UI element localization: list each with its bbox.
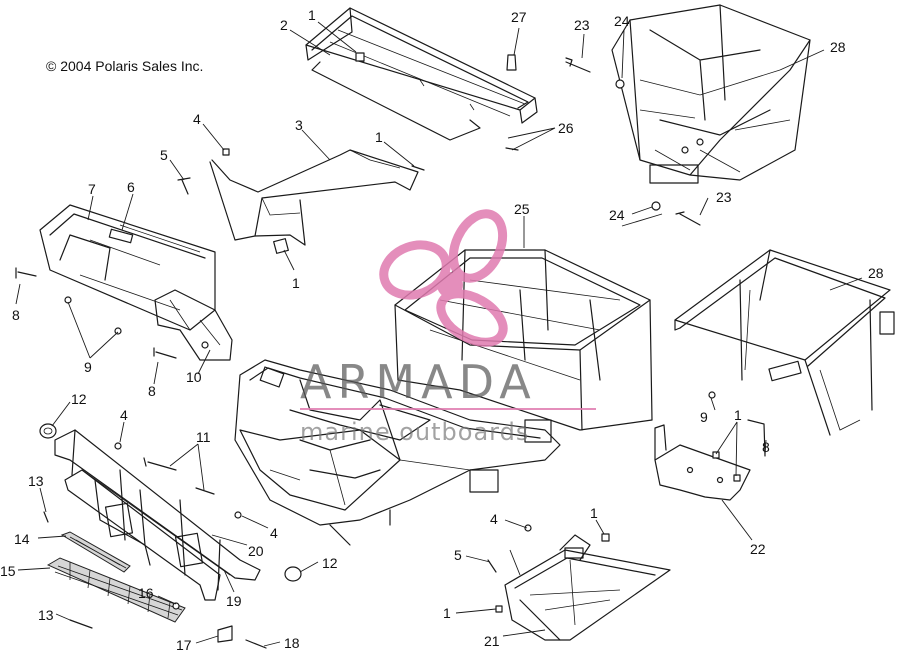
nut-icon [712,451,720,459]
bolt-icon [565,57,591,73]
washer-icon [114,327,122,335]
callout-4: 4 [120,407,128,423]
callout-1: 1 [375,129,383,145]
callout-25: 25 [514,201,530,217]
part-15-mesh-screen [46,557,186,623]
callout-8: 8 [762,439,770,455]
callout-8: 8 [12,307,20,323]
bolt-icon [153,347,177,359]
callout-28: 28 [830,39,846,55]
callout-9: 9 [84,359,92,375]
armada-logo: ARMADA marine outboards [300,209,596,446]
callout-1: 1 [443,605,451,621]
callout-1: 1 [590,505,598,521]
washer-icon [234,511,242,519]
callout-24: 24 [609,207,625,223]
bolt-icon [505,147,519,151]
callout-3: 3 [295,117,303,133]
watermark-subtitle: marine outboards [300,418,529,446]
bolt-icon [43,511,49,523]
nut-icon [615,79,625,89]
fasteners [15,52,766,649]
propeller-icon [379,209,508,347]
callout-4: 4 [193,111,201,127]
callout-10: 10 [186,369,202,385]
washer-icon [114,442,122,450]
bolt-icon [675,211,701,226]
part-7-front-bar [39,204,216,331]
callout-8: 8 [148,383,156,399]
callout-4: 4 [490,511,498,527]
part-14-grille-strip [60,531,131,573]
callout-1: 1 [308,7,316,23]
callout-2: 2 [280,17,288,33]
callout-27: 27 [511,9,527,25]
callout-5: 5 [454,547,462,563]
washer-icon [524,524,532,532]
part-2-rack-frame [305,7,538,141]
callout-28: 28 [868,265,884,281]
callout-21: 21 [484,633,500,649]
copyright-text: © 2004 Polaris Sales Inc. [46,58,203,74]
callout-7: 7 [88,181,96,197]
callout-17: 17 [176,637,192,653]
bolt-icon [411,165,425,171]
callout-14: 14 [14,531,30,547]
bumper-icon [39,423,57,439]
callout-12: 12 [71,391,87,407]
bolt-icon [222,148,230,156]
part-22-bracket [654,424,751,501]
washer-icon [172,602,180,610]
bolt-icon [15,267,37,279]
clip-icon [217,625,233,643]
callout-9: 9 [700,409,708,425]
callout-4: 4 [270,525,278,541]
bolt-icon [355,52,365,62]
main-chassis-frame [234,359,561,546]
bumper-icon [284,566,302,582]
bolt-icon [245,639,267,649]
nut-icon [601,533,610,542]
washer-icon [708,391,716,399]
callout-16: 16 [138,585,154,601]
part-3-bracket [209,149,419,254]
callout-13: 13 [38,607,54,623]
bolt-icon [747,419,766,457]
callout-23: 23 [716,189,732,205]
nut-icon [495,605,503,613]
callout-26: 26 [558,120,574,136]
part-28-rear-lower-frame [674,249,895,436]
part-21-step-frame [504,534,671,641]
callout-1: 1 [734,407,742,423]
callout-23: 23 [574,17,590,33]
part-28-rear-upper-frame [611,4,811,184]
bolt-icon [69,619,93,629]
callout-22: 22 [750,541,766,557]
bolt-icon [177,177,191,195]
watermark-title: ARMADA [300,355,537,409]
callout-5: 5 [160,147,168,163]
bolt-icon [195,487,215,495]
nut-icon [651,201,661,211]
part-19-20-front-bumper [54,429,261,601]
callout-11: 11 [196,429,211,445]
callout-1: 1 [292,275,300,291]
leader-lines [15,21,863,647]
callout-6: 6 [127,179,135,195]
callout-18: 18 [284,635,300,651]
bolt-icon [506,54,517,71]
callout-labels: 1 2 27 23 24 28 26 4 3 1 5 7 6 1 8 9 8 1… [0,7,884,653]
nut-icon [733,474,741,482]
callout-15: 15 [0,563,16,579]
callout-20: 20 [248,543,264,559]
callout-12: 12 [322,555,338,571]
part-10-bracket [154,289,233,361]
callout-19: 19 [226,593,242,609]
callout-24: 24 [614,13,630,29]
bolt-icon [143,457,177,471]
callout-13: 13 [28,473,44,489]
